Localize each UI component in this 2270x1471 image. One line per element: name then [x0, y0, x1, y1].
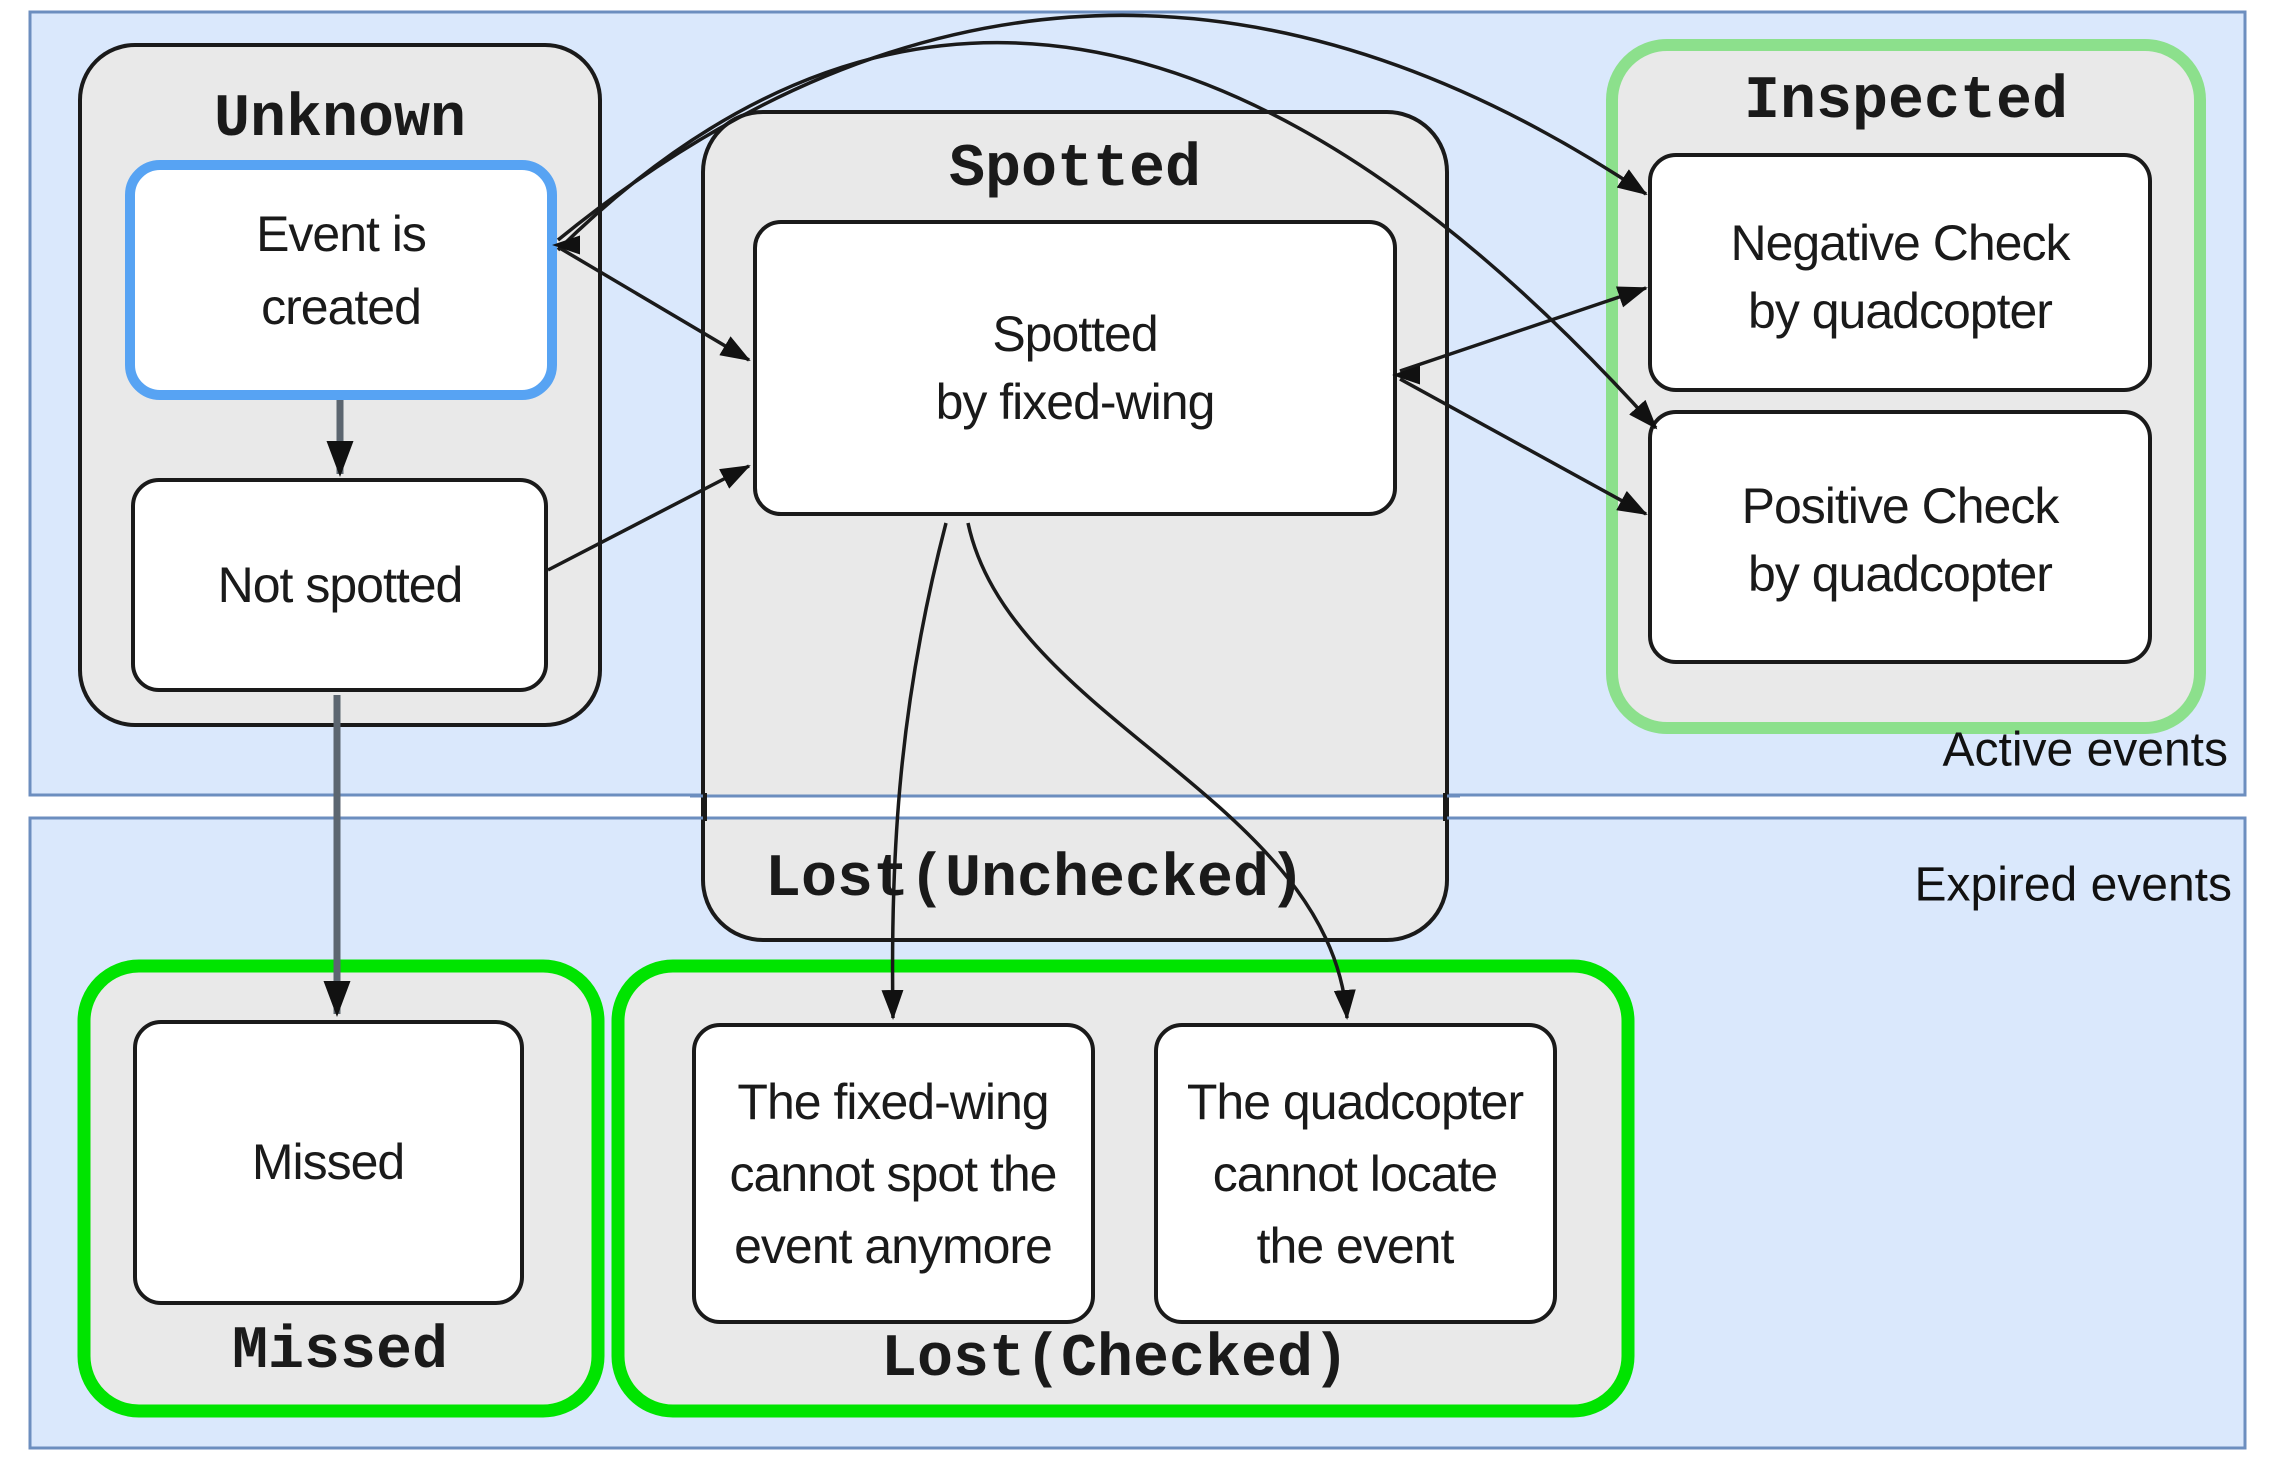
- panel-gap-band: [706, 797, 1444, 817]
- state-missed-label: Missed: [252, 1134, 404, 1190]
- state-event-created: [125, 160, 557, 400]
- state-lost-quadcopter: [1154, 1023, 1557, 1324]
- arrowhead-into-spotted: [1392, 365, 1420, 385]
- state-not-spotted: [131, 478, 548, 692]
- state-lost-quadcopter-label: The quadcopter: [1187, 1074, 1524, 1130]
- state-lost-fixed-wing: [692, 1023, 1095, 1324]
- panel-active-label: Active events: [1943, 724, 2228, 777]
- state-lost-fixed-wing-label3: event anymore: [734, 1218, 1052, 1274]
- state-spotted-fixed-wing: [753, 220, 1397, 516]
- edge-not-spotted-to-spotted: [547, 464, 751, 572]
- state-spotted-fixed-wing-label: Spotted: [992, 306, 1157, 362]
- edge-spotted-to-lost-fixed-wing: [881, 522, 948, 1020]
- state-positive-check: [1648, 410, 2152, 664]
- group-lost-unchecked-label: Lost(Unchecked): [765, 846, 1305, 914]
- state-positive-check-label: Positive Check: [1742, 478, 2061, 534]
- group-spotted-title: Spotted: [949, 136, 1201, 204]
- edge-spotted-to-negative-check: [1399, 286, 1648, 373]
- state-negative-check-label2: by quadcopter: [1748, 283, 2052, 339]
- edge-event-created-to-negative-check: [556, 13, 1648, 242]
- state-negative-check: [1648, 153, 2152, 392]
- group-missed-label: Missed: [232, 1318, 448, 1386]
- group-lost-checked-label: Lost(Checked): [881, 1326, 1349, 1394]
- state-event-created-label: Event is: [256, 206, 426, 262]
- state-positive-check-label2: by quadcopter: [1748, 546, 2052, 602]
- edge-event-created-to-spotted: [557, 245, 751, 362]
- arrowhead-into-event-created: [552, 235, 580, 255]
- state-lost-quadcopter-label3: the event: [1257, 1218, 1455, 1274]
- state-lost-fixed-wing-label: The fixed-wing: [737, 1074, 1048, 1130]
- edge-spotted-to-positive-check: [1399, 377, 1648, 516]
- group-unknown-title: Unknown: [214, 86, 466, 154]
- state-lost-fixed-wing-label2: cannot spot the: [730, 1146, 1057, 1202]
- state-spotted-fixed-wing-label2: by fixed-wing: [936, 374, 1215, 430]
- state-missed: [133, 1020, 524, 1305]
- edge-spotted-to-lost-quadcopter: [966, 522, 1356, 1020]
- state-lost-quadcopter-label2: cannot locate: [1213, 1146, 1497, 1202]
- state-not-spotted-label: Not spotted: [218, 557, 463, 613]
- edge-event-created-to-positive-check: [556, 40, 1658, 430]
- panel-expired-label: Expired events: [1914, 859, 2232, 912]
- state-negative-check-label: Negative Check: [1731, 215, 2072, 271]
- group-inspected-title: Inspected: [1744, 68, 2068, 136]
- state-event-created-label2: created: [261, 279, 421, 335]
